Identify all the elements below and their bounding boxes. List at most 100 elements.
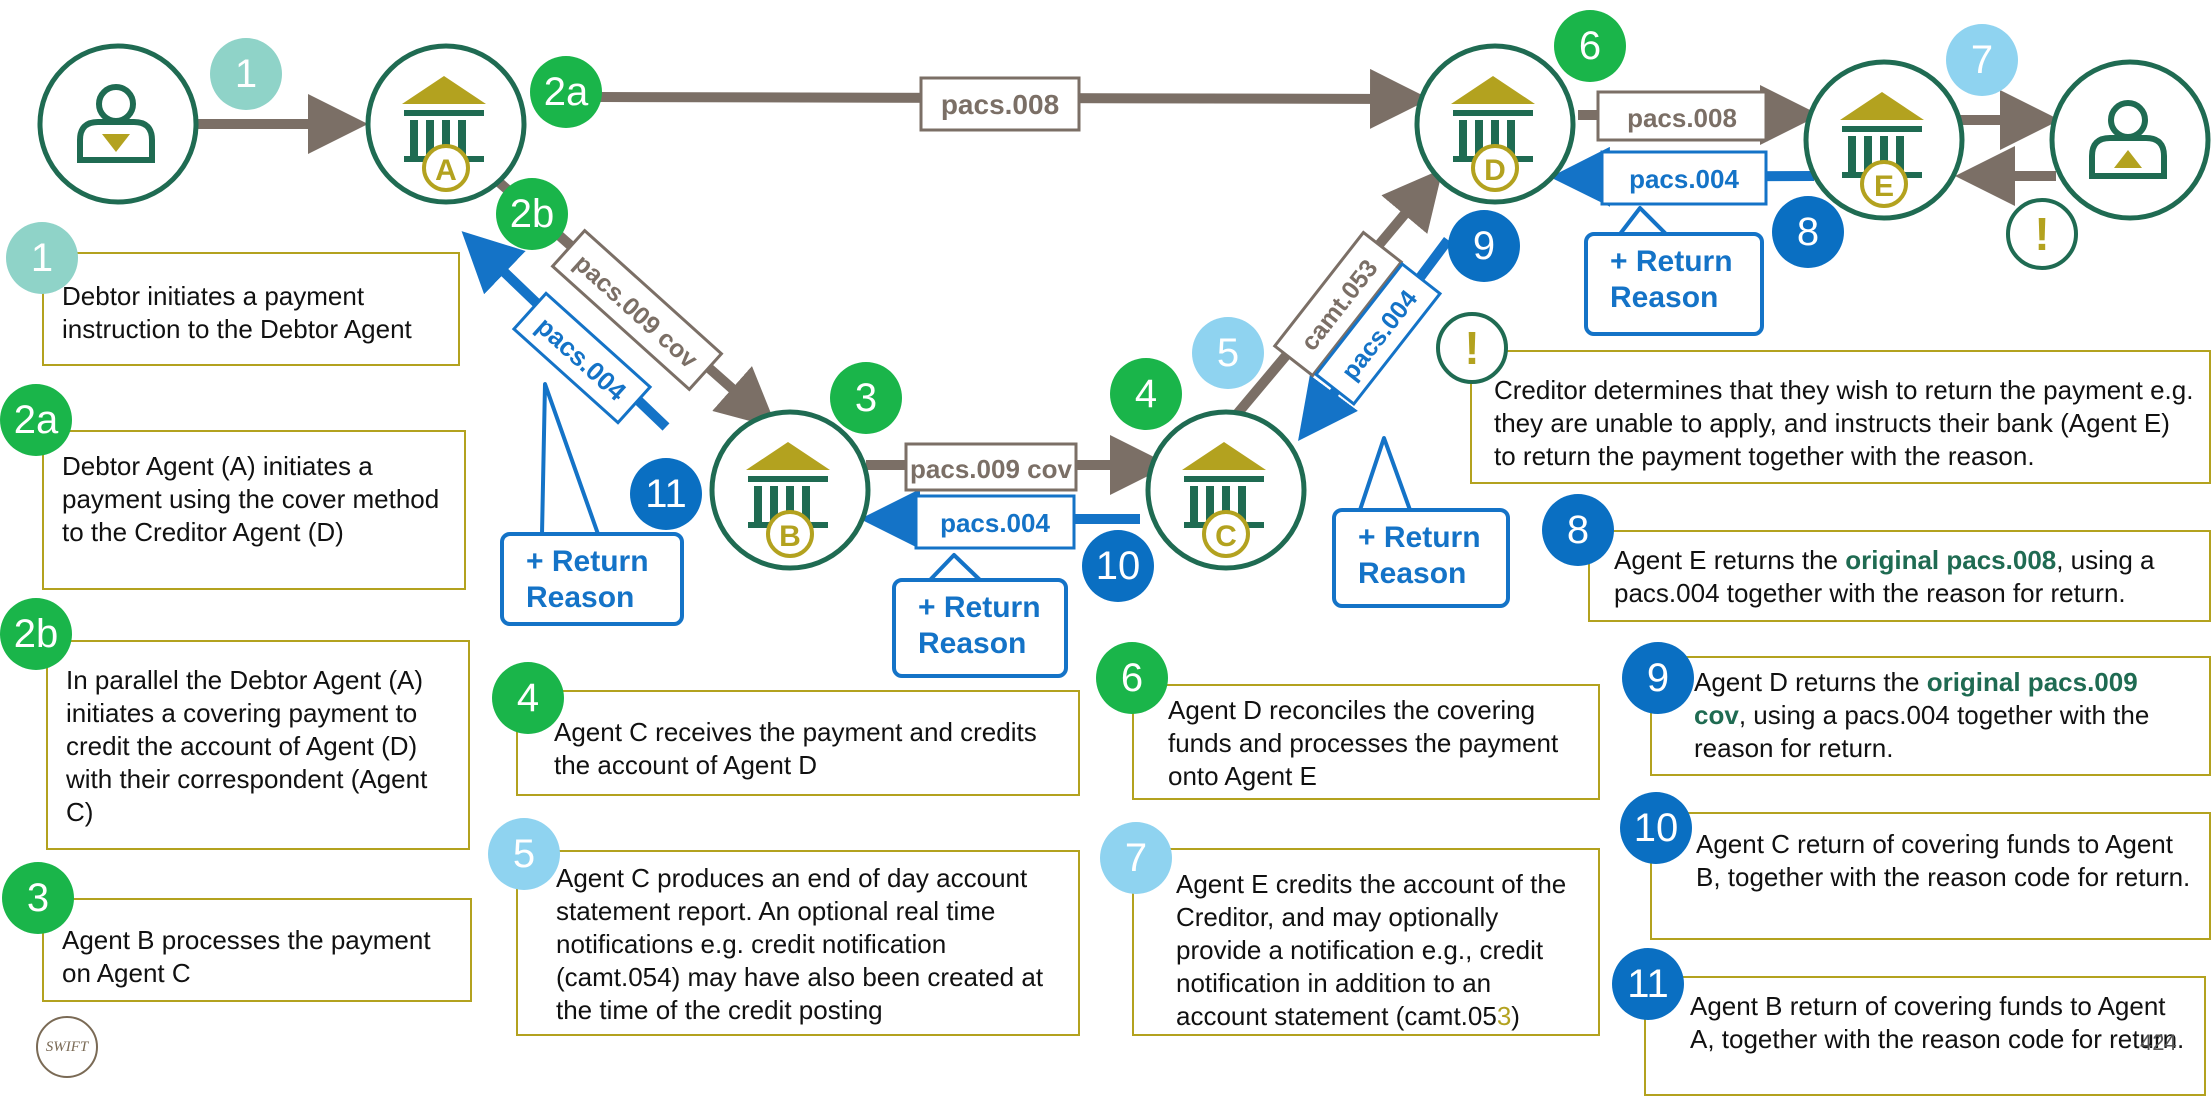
bank-letter-d: D bbox=[1484, 154, 1506, 187]
msg-d-to-e: pacs.008 bbox=[1596, 90, 1768, 142]
step-10-badge: 10 bbox=[1620, 792, 1692, 864]
step-7-text-end: ) bbox=[1511, 1001, 1520, 1031]
step-9-text-highlight: original pacs.009 cov bbox=[1694, 667, 2138, 730]
step-11-badge: 11 bbox=[1612, 948, 1684, 1020]
step-8-text-highlight: original pacs.008 bbox=[1845, 545, 2057, 575]
bank-letter-a: A bbox=[435, 154, 457, 187]
person-down-icon bbox=[77, 84, 155, 163]
step-1-badge: 1 bbox=[6, 222, 78, 294]
bank-node-c: C bbox=[1145, 409, 1307, 571]
return-reason-line2: Reason bbox=[1358, 557, 1467, 590]
step-1-text: Debtor initiates a payment instruction t… bbox=[62, 281, 412, 344]
diagram-badge-10: 10 bbox=[1082, 530, 1154, 602]
msg-b-to-c: pacs.009 cov bbox=[904, 442, 1078, 492]
step-4-badge: 4 bbox=[492, 662, 564, 734]
msg-d-to-c: pacs.004 bbox=[1313, 261, 1443, 407]
diagram-badge-2a: 2a bbox=[530, 56, 602, 128]
step-9-badge: 9 bbox=[1622, 642, 1694, 714]
return-reason-box-4: + Return Reason bbox=[1584, 232, 1764, 336]
step-4-box: Agent C receives the payment and credits… bbox=[516, 690, 1080, 796]
step-2b-box: In parallel the Debtor Agent (A) initiat… bbox=[46, 640, 470, 850]
step-9-text-end: , using a pacs.004 together with the rea… bbox=[1694, 700, 2150, 763]
svg-text:pacs.004: pacs.004 bbox=[940, 508, 1050, 538]
step-return-box: Creditor determines that they wish to re… bbox=[1470, 350, 2211, 484]
step-2a-text: Debtor Agent (A) initiates a payment usi… bbox=[62, 451, 440, 547]
diagram-badge-3: 3 bbox=[830, 362, 902, 434]
bank-node-d: D bbox=[1414, 43, 1576, 205]
diagram-badge-7: 7 bbox=[1946, 24, 2018, 96]
step-7-text-highlight: 3 bbox=[1496, 1001, 1512, 1031]
step-3-text: Agent B processes the payment on Agent C bbox=[62, 925, 431, 988]
step-1-box: Debtor initiates a payment instruction t… bbox=[42, 252, 460, 366]
return-reason-box-3: + Return Reason bbox=[1332, 508, 1510, 608]
return-reason-line2: Reason bbox=[526, 581, 635, 614]
diagram-warning-icon: ! bbox=[2006, 198, 2078, 270]
step-8-badge: 8 bbox=[1542, 494, 1614, 566]
step-8-text-end: , using a pacs.004 together with the rea… bbox=[1614, 545, 2155, 608]
step-3-badge: 3 bbox=[2, 862, 74, 934]
diagram-badge-8: 8 bbox=[1772, 196, 1844, 268]
step-5-badge: 5 bbox=[488, 818, 560, 890]
step-4-text: Agent C receives the payment and credits… bbox=[554, 717, 1037, 780]
step-11-text: Agent B return of covering funds to Agen… bbox=[1690, 991, 2185, 1054]
step-8-text: Agent E returns the bbox=[1614, 545, 1846, 575]
step-3-box: Agent B processes the payment on Agent C bbox=[42, 898, 472, 1002]
step-6-badge: 6 bbox=[1096, 642, 1168, 714]
msg-e-to-d: pacs.004 bbox=[1600, 150, 1768, 206]
step-10-text: Agent C return of covering funds to Agen… bbox=[1696, 829, 2191, 892]
step-7-badge: 7 bbox=[1100, 822, 1172, 894]
step-7-box: Agent E credits the account of the Credi… bbox=[1132, 848, 1600, 1036]
diagram-badge-11: 11 bbox=[630, 458, 702, 530]
person-up-icon bbox=[2089, 100, 2167, 179]
step-8-box: Agent E returns the original pacs.008, u… bbox=[1588, 530, 2211, 622]
swift-logo: SWIFT bbox=[36, 1016, 98, 1078]
step-7-text: Agent E credits the account of the Credi… bbox=[1176, 869, 1567, 1031]
step-2a-badge: 2a bbox=[0, 384, 72, 456]
svg-text:pacs.008: pacs.008 bbox=[941, 89, 1059, 120]
return-tail-1 bbox=[540, 382, 600, 536]
step-10-box: Agent C return of covering funds to Agen… bbox=[1650, 812, 2211, 940]
step-6-box: Agent D reconciles the covering funds an… bbox=[1132, 684, 1600, 800]
svg-text:pacs.004: pacs.004 bbox=[1629, 164, 1739, 194]
svg-text:pacs.009 cov: pacs.009 cov bbox=[910, 454, 1072, 484]
diagram-badge-4: 4 bbox=[1110, 358, 1182, 430]
return-tail-3 bbox=[1358, 436, 1412, 512]
step-5-box: Agent C produces an end of day account s… bbox=[516, 850, 1080, 1036]
step-9-box: Agent D returns the original pacs.009 co… bbox=[1650, 656, 2211, 776]
return-tail-4 bbox=[1618, 206, 1668, 236]
bank-node-e: E bbox=[1803, 59, 1965, 221]
return-reason-box-2: + Return Reason bbox=[892, 578, 1068, 678]
return-reason-line1: + Return bbox=[1610, 245, 1733, 278]
step-return-text: Creditor determines that they wish to re… bbox=[1494, 375, 2194, 471]
diagram-badge-1: 1 bbox=[210, 38, 282, 110]
step-2b-text: In parallel the Debtor Agent (A) initiat… bbox=[66, 665, 428, 827]
bank-letter-e: E bbox=[1874, 170, 1894, 203]
bank-node-b: B bbox=[709, 409, 871, 571]
page-number: 424 bbox=[2140, 1030, 2177, 1055]
diagram-badge-9: 9 bbox=[1448, 210, 1520, 282]
msg-c-to-b: pacs.004 bbox=[914, 494, 1076, 550]
return-reason-line1: + Return bbox=[918, 591, 1041, 624]
diagram-badge-6: 6 bbox=[1554, 10, 1626, 82]
step-6-text: Agent D reconciles the covering funds an… bbox=[1168, 695, 1559, 791]
step-2b-badge: 2b bbox=[0, 598, 72, 670]
return-reason-line2: Reason bbox=[1610, 281, 1719, 314]
step-return-warning-icon: ! bbox=[1436, 312, 1508, 384]
step-5-text: Agent C produces an end of day account s… bbox=[556, 863, 1044, 1025]
return-reason-line1: + Return bbox=[1358, 521, 1481, 554]
bank-node-a: A bbox=[365, 43, 527, 205]
svg-text:pacs.008: pacs.008 bbox=[1627, 103, 1737, 133]
return-reason-box-1: + Return Reason bbox=[500, 532, 684, 626]
bank-letter-c: C bbox=[1215, 520, 1237, 553]
return-tail-2 bbox=[928, 553, 982, 582]
bank-letter-b: B bbox=[779, 520, 801, 553]
step-11-box: Agent B return of covering funds to Agen… bbox=[1644, 976, 2206, 1096]
msg-a-to-d: pacs.008 bbox=[919, 76, 1081, 132]
return-reason-line1: + Return bbox=[526, 545, 649, 578]
creditor-node bbox=[2049, 59, 2211, 221]
diagram-badge-5: 5 bbox=[1192, 317, 1264, 389]
step-9-text: Agent D returns the bbox=[1694, 667, 1927, 697]
debtor-node bbox=[37, 43, 199, 205]
return-reason-line2: Reason bbox=[918, 627, 1027, 660]
